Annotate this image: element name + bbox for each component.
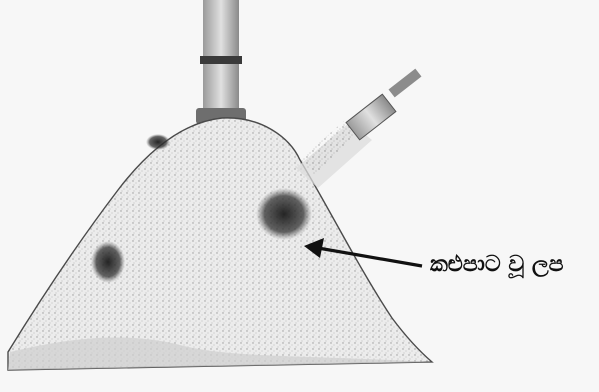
vertical-tube [196, 0, 246, 124]
dark-spot-top [146, 134, 170, 150]
dark-spot-left [91, 241, 125, 283]
dark-spot-right [256, 188, 312, 240]
annotation-label: කළුපාට වූ ලප [430, 252, 564, 277]
